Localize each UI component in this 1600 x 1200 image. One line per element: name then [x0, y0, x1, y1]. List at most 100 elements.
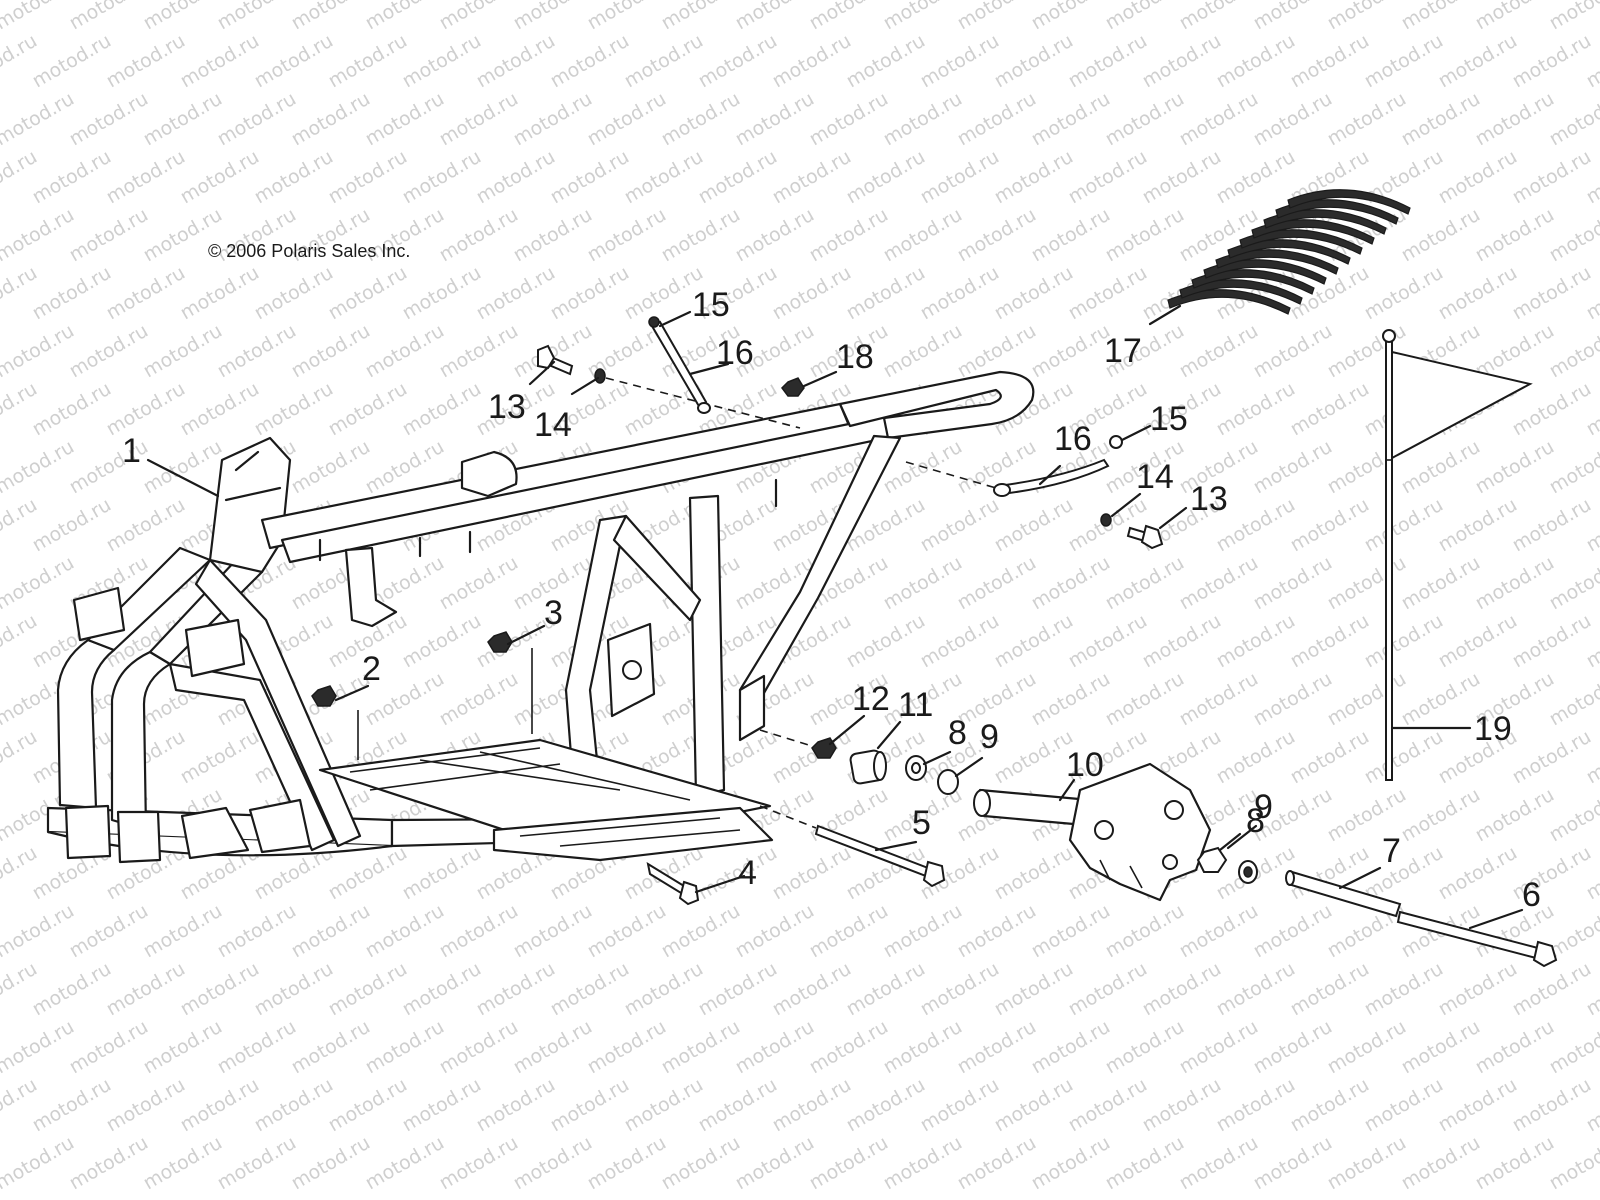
watermark-text: motod.ru — [880, 1016, 966, 1079]
watermark-text: motod.ru — [917, 30, 1003, 93]
bolt-part-4 — [646, 861, 700, 906]
watermark-text: motod.ru — [1398, 552, 1484, 615]
watermark-text: motod.ru — [769, 262, 855, 325]
watermark-text: motod.ru — [1102, 88, 1188, 151]
fastener-part-15-right — [1109, 435, 1123, 449]
watermark-text: motod.ru — [843, 262, 929, 325]
watermark-text: motod.ru — [732, 204, 818, 267]
watermark-text: motod.ru — [1361, 1074, 1447, 1137]
watermark-text: motod.ru — [1398, 668, 1484, 731]
watermark-text: motod.ru — [214, 0, 300, 34]
watermark-text: motod.ru — [695, 1074, 781, 1137]
watermark-text: motod.ru — [1472, 1132, 1558, 1195]
watermark-text: motod.ru — [140, 0, 226, 34]
watermark-text: motod.ru — [954, 1132, 1040, 1195]
watermark-text: motod.ru — [658, 1016, 744, 1079]
watermark-text: motod.ru — [621, 958, 707, 1021]
watermark-text: motod.ru — [1361, 262, 1447, 325]
bolt-part-6 — [1396, 910, 1558, 968]
watermark-text: motod.ru — [1435, 958, 1521, 1021]
watermark-text: motod.ru — [103, 958, 189, 1021]
watermark-text: motod.ru — [991, 958, 1077, 1021]
watermark-text: motod.ru — [288, 320, 374, 383]
watermark-text: motod.ru — [584, 204, 670, 267]
watermark-text: motod.ru — [1176, 320, 1262, 383]
watermark-text: motod.ru — [29, 1074, 115, 1137]
watermark-text: motod.ru — [917, 1074, 1003, 1137]
watermark-text: motod.ru — [880, 320, 966, 383]
watermark-text: motod.ru — [103, 262, 189, 325]
watermark-text: motod.ru — [251, 378, 337, 441]
watermark-text: motod.ru — [1250, 88, 1336, 151]
watermark-text: motod.ru — [769, 842, 855, 905]
watermark-text: motod.ru — [1472, 784, 1558, 847]
watermark-text: motod.ru — [695, 146, 781, 209]
callout-14-right: 14 — [1136, 458, 1174, 496]
watermark-text: motod.ru — [1546, 88, 1600, 151]
watermark-text: motod.ru — [1361, 494, 1447, 557]
watermark-text: motod.ru — [473, 146, 559, 209]
watermark-text: motod.ru — [436, 1016, 522, 1079]
watermark-text: motod.ru — [399, 146, 485, 209]
watermark-text: motod.ru — [177, 30, 263, 93]
watermark-text: motod.ru — [1065, 958, 1151, 1021]
watermark-text: motod.ru — [843, 146, 929, 209]
callout-8-front: 8 — [948, 714, 967, 752]
watermark-text: motod.ru — [177, 726, 263, 789]
watermark-text: motod.ru — [1472, 88, 1558, 151]
watermark-text: motod.ru — [1176, 900, 1262, 963]
watermark-text: motod.ru — [436, 668, 522, 731]
watermark-text: motod.ru — [1324, 1132, 1410, 1195]
watermark-text: motod.ru — [1435, 30, 1521, 93]
watermark-text: motod.ru — [288, 0, 374, 34]
watermark-text: motod.ru — [1250, 552, 1336, 615]
watermark-text: motod.ru — [473, 262, 559, 325]
callout-6: 6 — [1522, 876, 1541, 914]
watermark-text: motod.ru — [510, 1132, 596, 1195]
watermark-text: motod.ru — [66, 1132, 152, 1195]
watermark-text: motod.ru — [1398, 204, 1484, 267]
watermark-text: motod.ru — [732, 1016, 818, 1079]
watermark-text: motod.ru — [214, 88, 300, 151]
watermark-text: motod.ru — [1213, 726, 1299, 789]
nut-part-2 — [311, 685, 359, 760]
watermark-text: motod.ru — [1139, 958, 1225, 1021]
watermark-text: motod.ru — [806, 1016, 892, 1079]
watermark-text: motod.ru — [1028, 668, 1114, 731]
tie-strap-part-17 — [1167, 189, 1411, 315]
watermark-text: motod.ru — [954, 0, 1040, 34]
callout-15-left: 15 — [692, 286, 730, 324]
watermark-text: motod.ru — [288, 900, 374, 963]
callout-10: 10 — [1066, 746, 1104, 784]
watermark-text: motod.ru — [1176, 552, 1262, 615]
watermark-text: motod.ru — [325, 262, 411, 325]
watermark-text: motod.ru — [0, 320, 78, 383]
watermark-text: motod.ru — [584, 1132, 670, 1195]
watermark-text: motod.ru — [1472, 1016, 1558, 1079]
watermark-text: motod.ru — [1028, 552, 1114, 615]
callout-19: 19 — [1474, 710, 1512, 748]
watermark-text: motod.ru — [991, 30, 1077, 93]
watermark-text: motod.ru — [1509, 494, 1595, 557]
callout-9-rear: 9 — [1254, 788, 1273, 826]
watermark-text: motod.ru — [917, 262, 1003, 325]
watermark-text: motod.ru — [1065, 610, 1151, 673]
watermark-text: motod.ru — [1324, 668, 1410, 731]
watermark-text: motod.ru — [1398, 784, 1484, 847]
watermark-text: motod.ru — [103, 30, 189, 93]
watermark-text: motod.ru — [1250, 0, 1336, 34]
copyright-text: © 2006 Polaris Sales Inc. — [208, 241, 410, 261]
watermark-text: motod.ru — [399, 842, 485, 905]
watermark-text: motod.ru — [806, 88, 892, 151]
watermark-text: motod.ru — [954, 88, 1040, 151]
watermark-text: motod.ru — [658, 0, 744, 34]
watermark-text: motod.ru — [1028, 0, 1114, 34]
mount-bracket-part-10 — [973, 762, 1212, 902]
watermark-text: motod.ru — [917, 958, 1003, 1021]
watermark-text: motod.ru — [658, 1132, 744, 1195]
watermark-text: motod.ru — [1176, 668, 1262, 731]
watermark-text: motod.ru — [288, 1132, 374, 1195]
watermark-text: motod.ru — [658, 204, 744, 267]
watermark-text: motod.ru — [1509, 610, 1595, 673]
